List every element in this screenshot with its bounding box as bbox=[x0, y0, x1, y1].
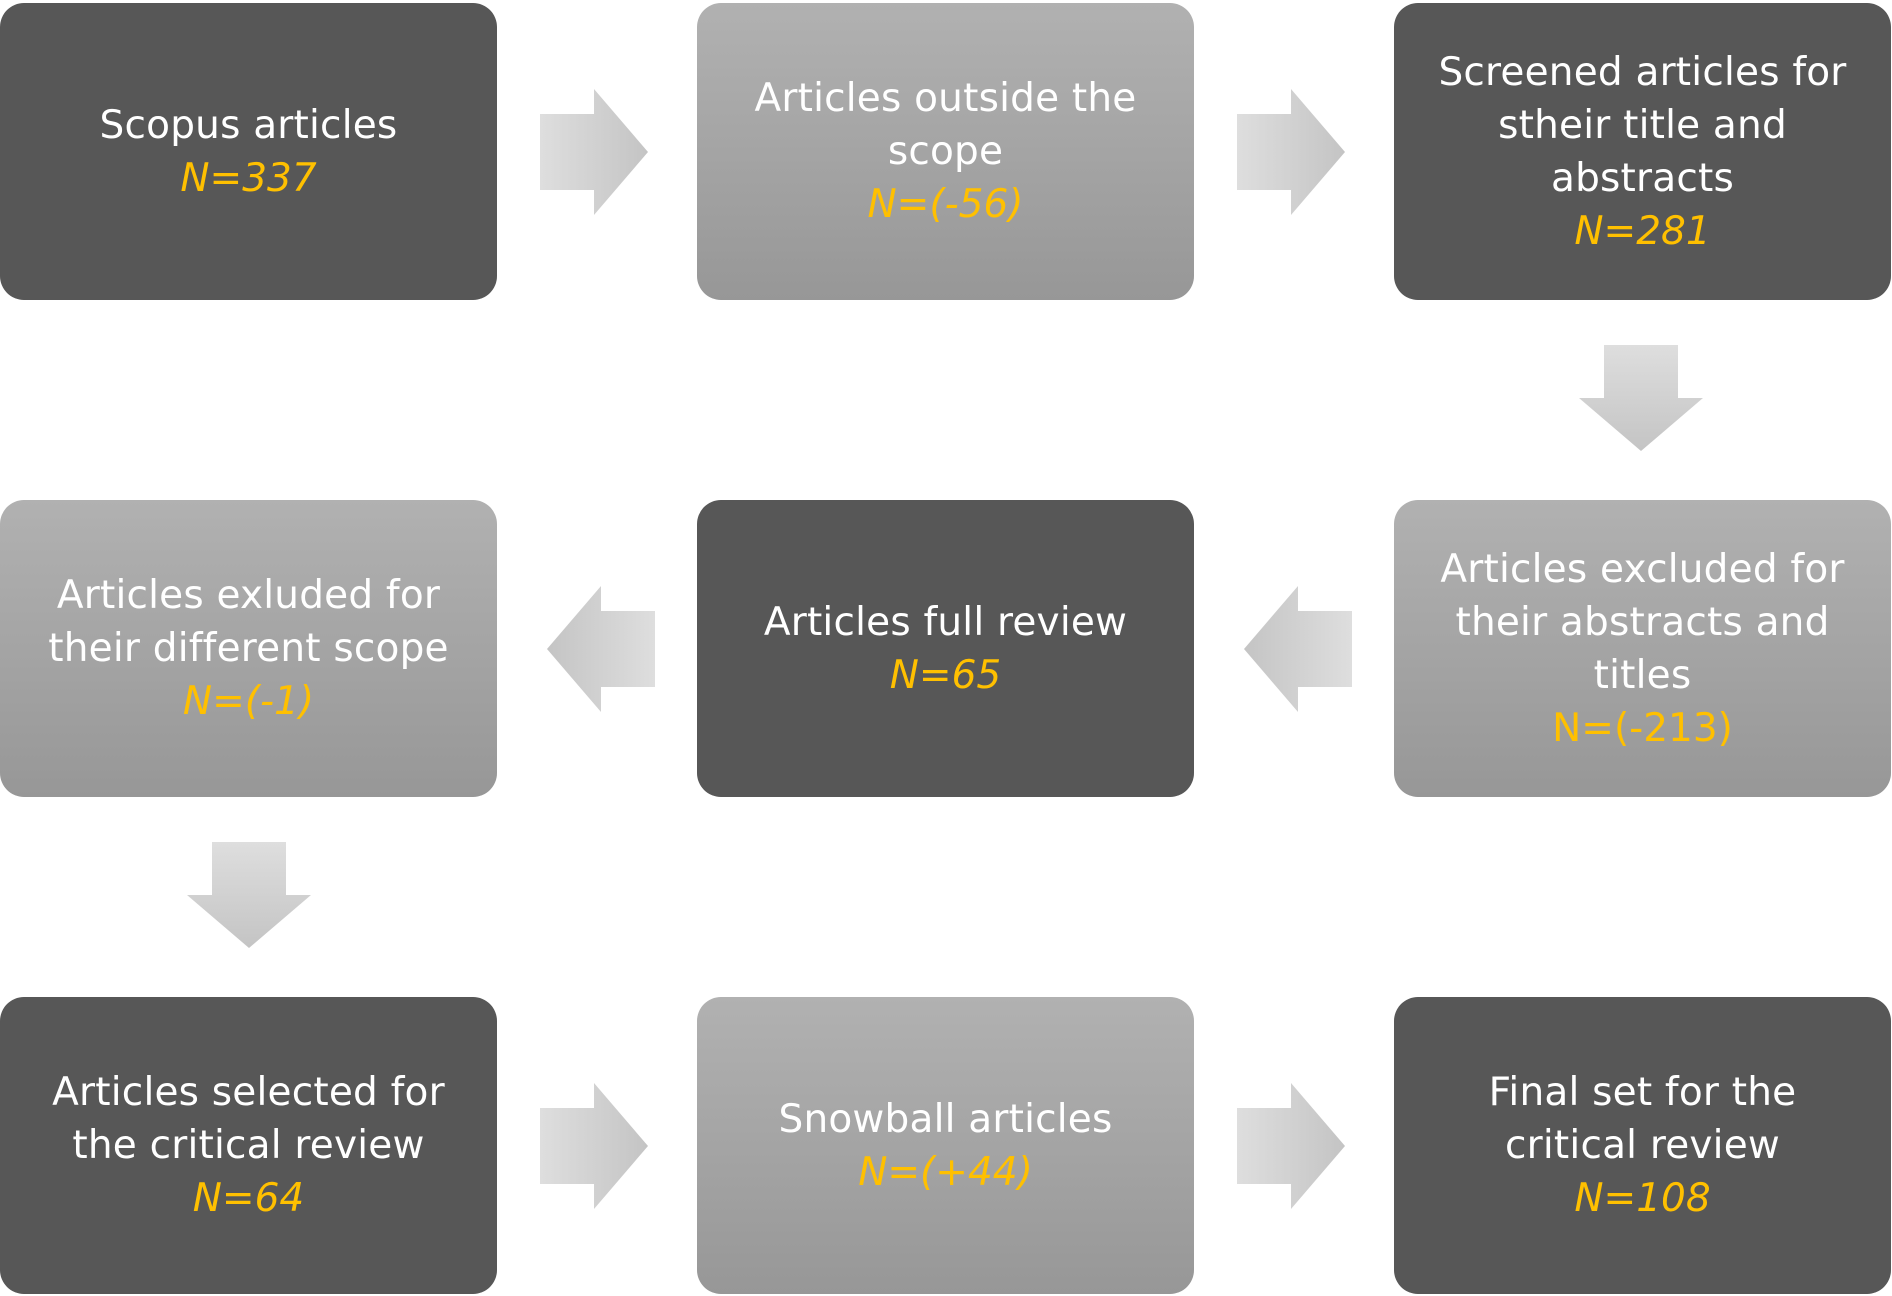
box-count: N=(-56) bbox=[867, 182, 1024, 227]
arrow-down-icon bbox=[187, 842, 311, 948]
box-count: N=(-1) bbox=[182, 679, 315, 724]
box-label: Articles full review bbox=[763, 599, 1128, 645]
flow-box-snowball-articles: Snowball articles N=(+44) bbox=[697, 997, 1194, 1294]
arrow-right-icon bbox=[540, 89, 648, 215]
flow-box-scopus-articles: Scopus articles N=337 bbox=[0, 3, 497, 300]
flow-box-selected-critical-review: Articles selected for the critical revie… bbox=[0, 997, 497, 1294]
box-label: Articles selected for the critical revie… bbox=[52, 1070, 445, 1168]
arrow-down-icon bbox=[1579, 345, 1703, 451]
box-label: Articles outside the scope bbox=[754, 76, 1137, 174]
box-label: Snowball articles bbox=[778, 1096, 1113, 1142]
flow-box-full-review: Articles full review N=65 bbox=[697, 500, 1194, 797]
box-count: N=281 bbox=[1574, 208, 1711, 254]
box-count: N=65 bbox=[889, 652, 1002, 698]
arrow-left-icon bbox=[547, 586, 655, 712]
flow-box-excluded-scope: Articles exluded for their different sco… bbox=[0, 500, 497, 797]
box-count: N=64 bbox=[192, 1176, 305, 1221]
flow-box-excluded-abstracts: Articles excluded for their abstracts an… bbox=[1394, 500, 1891, 797]
arrow-right-icon bbox=[1237, 1083, 1345, 1209]
arrow-right-icon bbox=[540, 1083, 648, 1209]
box-label: Articles excluded for their abstracts an… bbox=[1440, 546, 1845, 698]
box-label: Articles exluded for their different sco… bbox=[48, 573, 449, 671]
box-count: N=108 bbox=[1574, 1176, 1711, 1221]
flow-box-screened-articles: Screened articles for stheir title and a… bbox=[1394, 3, 1891, 300]
box-count: N=(-213) bbox=[1552, 705, 1733, 751]
box-label: Scopus articles bbox=[99, 102, 398, 148]
box-label: Final set for the critical review bbox=[1488, 1070, 1797, 1168]
box-count: N=337 bbox=[180, 155, 317, 201]
arrow-left-icon bbox=[1244, 586, 1352, 712]
flow-box-final-set: Final set for the critical review N=108 bbox=[1394, 997, 1891, 1294]
arrow-right-icon bbox=[1237, 89, 1345, 215]
box-label: Screened articles for stheir title and a… bbox=[1438, 49, 1847, 201]
box-count: N=(+44) bbox=[858, 1149, 1033, 1195]
flow-box-outside-scope: Articles outside the scope N=(-56) bbox=[697, 3, 1194, 300]
